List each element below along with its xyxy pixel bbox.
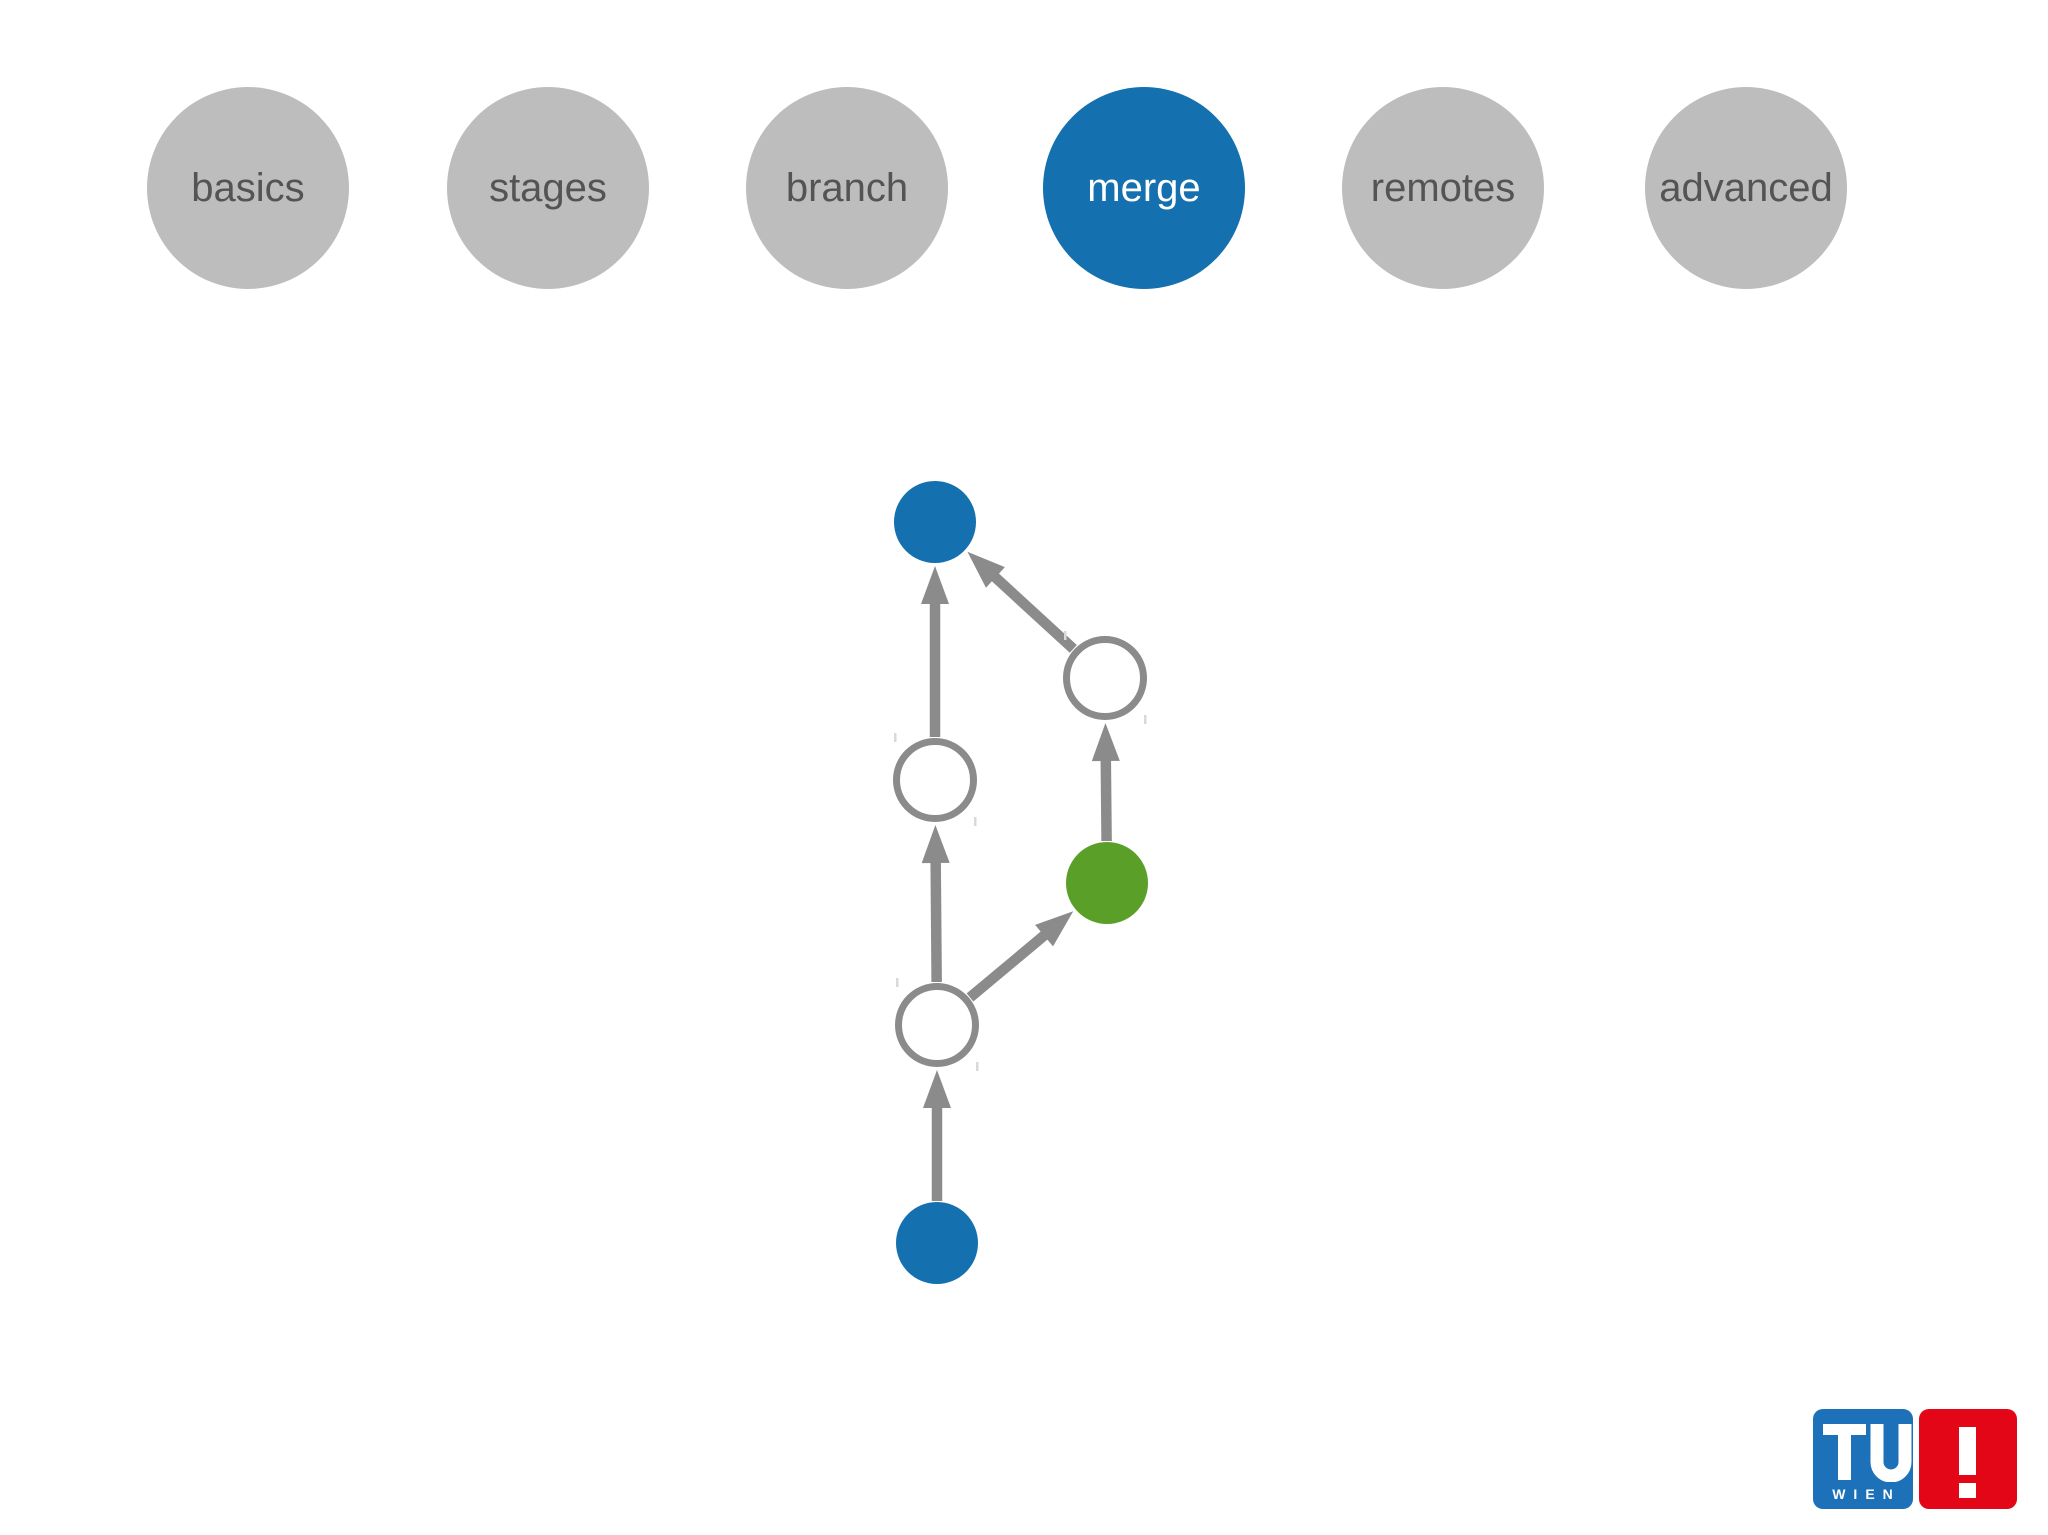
nav-item-label: branch: [785, 166, 909, 210]
nav-item-merge[interactable]: merge: [1043, 87, 1245, 289]
nav-item-label: remotes: [1370, 166, 1516, 210]
commit-node-branch-base: [1066, 842, 1148, 924]
commit-edge-arrowhead: [1035, 911, 1074, 947]
tu-wien-logo-blue-box: TU WIEN: [1813, 1409, 1913, 1509]
nav-item-label: advanced: [1659, 166, 1833, 210]
nav-item-label: merge: [1087, 166, 1201, 210]
nav-item-label: stages: [489, 166, 607, 210]
commit-edge: [930, 854, 942, 983]
commit-edge: [966, 926, 1054, 1002]
commit-node-merge-commit: [894, 481, 976, 563]
exclamation-icon: [1959, 1427, 1976, 1475]
commit-edge-arrowhead: [921, 566, 949, 604]
commit-edge-arrowhead: [1091, 722, 1120, 762]
commit-node-root-commit: [896, 1202, 978, 1284]
artifact-tick: [976, 1062, 979, 1071]
artifact-tick: [1144, 715, 1147, 724]
tu-letters-icon: [1823, 1424, 1912, 1482]
commit-node-branch-tip: [1063, 636, 1147, 720]
commit-node-fork-commit: [895, 983, 979, 1067]
exclamation-label: !: [1919, 1409, 1920, 1410]
nav-item-advanced[interactable]: advanced: [1645, 87, 1847, 289]
commit-edge-arrowhead: [921, 824, 950, 864]
exclamation-dot: [1959, 1483, 1976, 1498]
commit-node-main-middle: [893, 738, 977, 822]
tu-label: TU: [1813, 1409, 1814, 1410]
commit-edge: [1100, 752, 1112, 842]
commit-edge-arrowhead: [967, 551, 1005, 588]
nav-item-remotes[interactable]: remotes: [1342, 87, 1544, 289]
section-nav: basics stages branch merge remotes advan…: [0, 0, 2048, 300]
tu-wien-logo-red-box: !: [1919, 1409, 2017, 1509]
wien-label: WIEN: [1832, 1486, 1901, 1502]
tu-wien-logo: TU WIEN !: [1813, 1409, 2018, 1510]
artifact-tick: [894, 733, 897, 742]
nav-item-basics[interactable]: basics: [147, 87, 349, 289]
artifact-tick: [974, 817, 977, 826]
nav-item-stages[interactable]: stages: [447, 87, 649, 289]
commit-edge-arrowhead: [923, 1070, 951, 1108]
nav-item-label: basics: [191, 166, 305, 210]
artifact-tick: [1064, 631, 1067, 640]
nav-item-branch[interactable]: branch: [746, 87, 948, 289]
commit-edge: [985, 568, 1077, 653]
artifact-tick: [896, 978, 899, 987]
